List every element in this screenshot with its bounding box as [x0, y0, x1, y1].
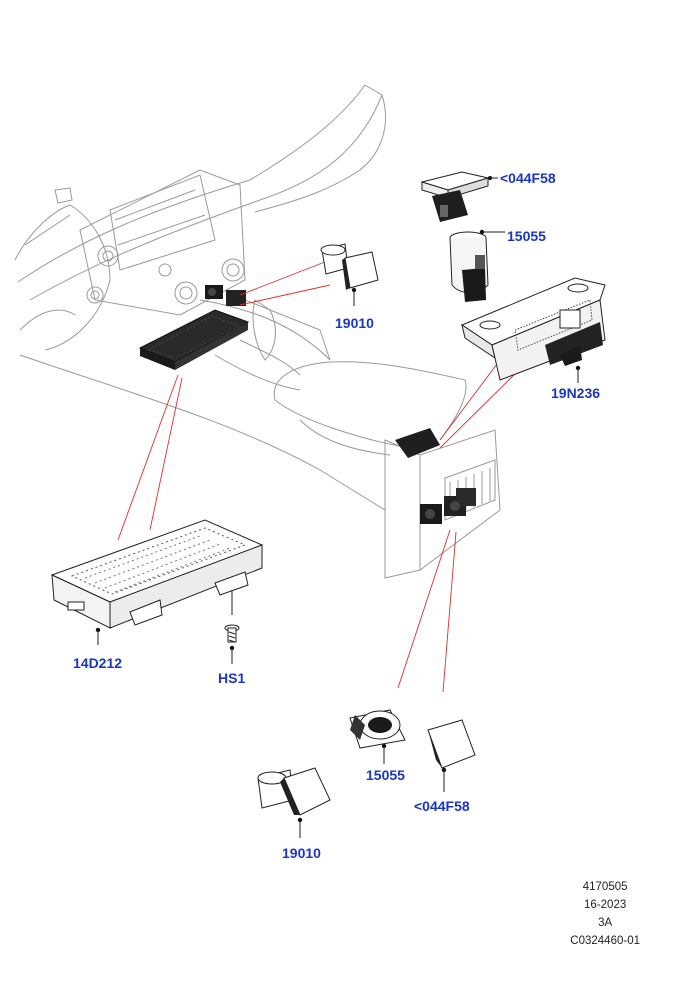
cap-part-bottom — [427, 719, 476, 792]
installed-parts — [138, 285, 476, 524]
socket-part-top — [449, 229, 505, 302]
callout-19n236[interactable]: 19N236 — [551, 385, 601, 401]
reference-date: 16-2023 — [584, 899, 627, 911]
switch-panel-part — [460, 277, 606, 383]
callout-15055-top[interactable]: 15055 — [507, 228, 546, 244]
diagram-reference-block: 4170505 16-2023 3A C0324460-01 — [570, 878, 640, 950]
leader-lines — [117, 257, 525, 693]
power-socket-part-top — [320, 243, 379, 306]
reference-revision: 3A — [598, 917, 613, 929]
console-socket-front — [205, 285, 246, 306]
power-socket-part-bottom — [257, 767, 331, 838]
callout-044f58-top[interactable]: <044F58 — [500, 170, 556, 186]
reference-number: 4170505 — [582, 881, 628, 893]
console-charging-pad — [138, 309, 250, 370]
callout-19010-bottom[interactable]: 19010 — [282, 845, 321, 861]
callout-hs1[interactable]: HS1 — [218, 670, 246, 686]
callout-14d212[interactable]: 14D212 — [73, 655, 123, 671]
cap-part-top — [420, 171, 498, 222]
screw-part — [224, 590, 240, 664]
callout-15055-bottom[interactable]: 15055 — [366, 767, 405, 783]
callout-044f58-bottom[interactable]: <044F58 — [414, 798, 470, 814]
rear-console-sockets — [395, 428, 476, 524]
callout-19010-top[interactable]: 19010 — [335, 315, 374, 331]
socket-part-bottom — [349, 709, 406, 764]
reference-code: C0324460-01 — [570, 935, 640, 947]
wireless-charger-module — [50, 519, 264, 645]
